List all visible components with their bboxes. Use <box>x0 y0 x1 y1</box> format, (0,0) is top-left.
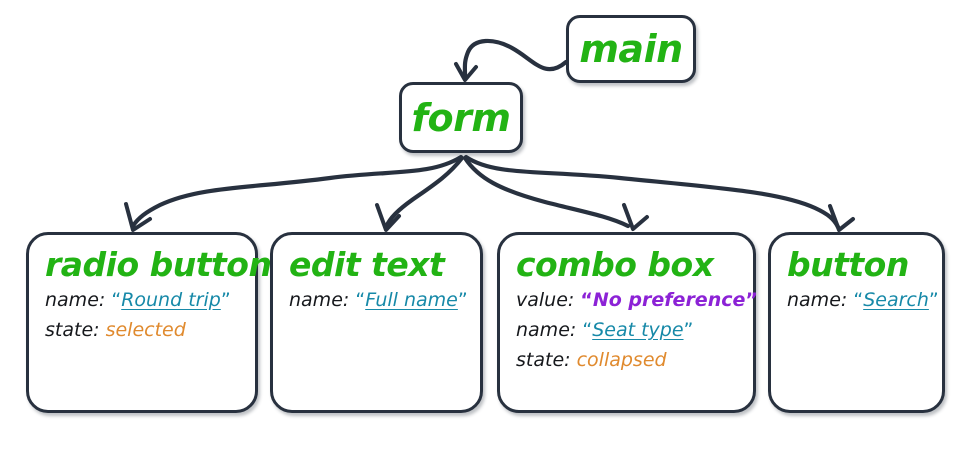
quote-close: ” <box>745 289 758 311</box>
quote-open: “ <box>355 289 366 311</box>
node-edit-text[interactable]: edit text name: “Full name” <box>270 232 483 413</box>
edge-form-to-button <box>463 154 841 230</box>
node-radio-button-title: radio button <box>45 245 272 284</box>
quote-open: “ <box>111 289 122 311</box>
quote-close: ” <box>220 289 231 311</box>
property-value: “Search” <box>853 289 938 311</box>
property-row: value: “No preference” <box>516 289 758 311</box>
property-value-text: Round trip <box>121 289 221 311</box>
node-combo-box-title: combo box <box>516 245 714 284</box>
node-button[interactable]: button name: “Search” <box>768 232 945 413</box>
property-key: name: <box>787 289 848 311</box>
edge-form-to-radio-button-arrowhead <box>124 202 152 232</box>
property-row: name: “Search” <box>787 289 939 311</box>
edge-main-to-form-arrowhead <box>454 62 478 82</box>
edge-form-to-combo-box-arrowhead <box>622 203 649 231</box>
node-button-title: button <box>787 245 909 284</box>
property-row: state: collapsed <box>516 351 745 370</box>
edge-form-to-button-arrowhead <box>828 204 855 232</box>
node-edit-text-title: edit text <box>289 245 445 284</box>
node-radio-button[interactable]: radio button name: “Round trip” state: s… <box>26 232 272 413</box>
node-form[interactable]: form <box>399 82 523 153</box>
edge-form-to-edit-text <box>383 155 465 230</box>
property-key: name: <box>289 289 350 311</box>
property-value: selected <box>105 319 186 341</box>
edge-main-to-form <box>462 38 569 79</box>
edge-form-to-radio-button <box>130 154 464 229</box>
property-row: state: selected <box>45 321 247 340</box>
edge-form-to-combo-box <box>462 155 631 229</box>
node-form-label: form <box>411 95 511 140</box>
property-value: “No preference” <box>580 289 758 311</box>
property-key: state: <box>45 319 100 341</box>
property-row: name: “Round trip” <box>45 291 247 310</box>
property-value: “Seat type” <box>582 319 693 341</box>
property-value-text: Full name <box>365 289 458 311</box>
node-radio-button-properties: name: “Round trip” state: selected <box>45 291 247 351</box>
property-row: name: “Seat type” <box>516 321 745 340</box>
node-edit-text-properties: name: “Full name” <box>289 291 472 321</box>
edge-form-to-edit-text-arrowhead <box>375 203 401 232</box>
node-combo-box[interactable]: combo box value: “No preference” name: “… <box>497 232 758 413</box>
property-value-text: No preference <box>592 289 746 311</box>
property-value: collapsed <box>576 349 667 371</box>
quote-close: ” <box>683 319 694 341</box>
property-key: value: <box>516 289 575 311</box>
quote-open: “ <box>853 289 864 311</box>
property-value-text: Search <box>863 289 929 311</box>
quote-close: ” <box>457 289 468 311</box>
property-value-text: Seat type <box>592 319 684 341</box>
quote-open: “ <box>582 319 593 341</box>
property-key: name: <box>45 289 106 311</box>
property-key: name: <box>516 319 577 341</box>
node-main-label: main <box>579 27 683 71</box>
quote-open: “ <box>580 289 593 311</box>
property-row: name: “Full name” <box>289 291 472 310</box>
property-value: “Round trip” <box>111 289 230 311</box>
property-key: state: <box>516 349 571 371</box>
node-combo-box-properties: value: “No preference” name: “Seat type”… <box>516 289 758 381</box>
quote-close: ” <box>928 289 939 311</box>
node-button-properties: name: “Search” <box>787 289 939 321</box>
node-main[interactable]: main <box>566 15 696 83</box>
property-value: “Full name” <box>355 289 467 311</box>
